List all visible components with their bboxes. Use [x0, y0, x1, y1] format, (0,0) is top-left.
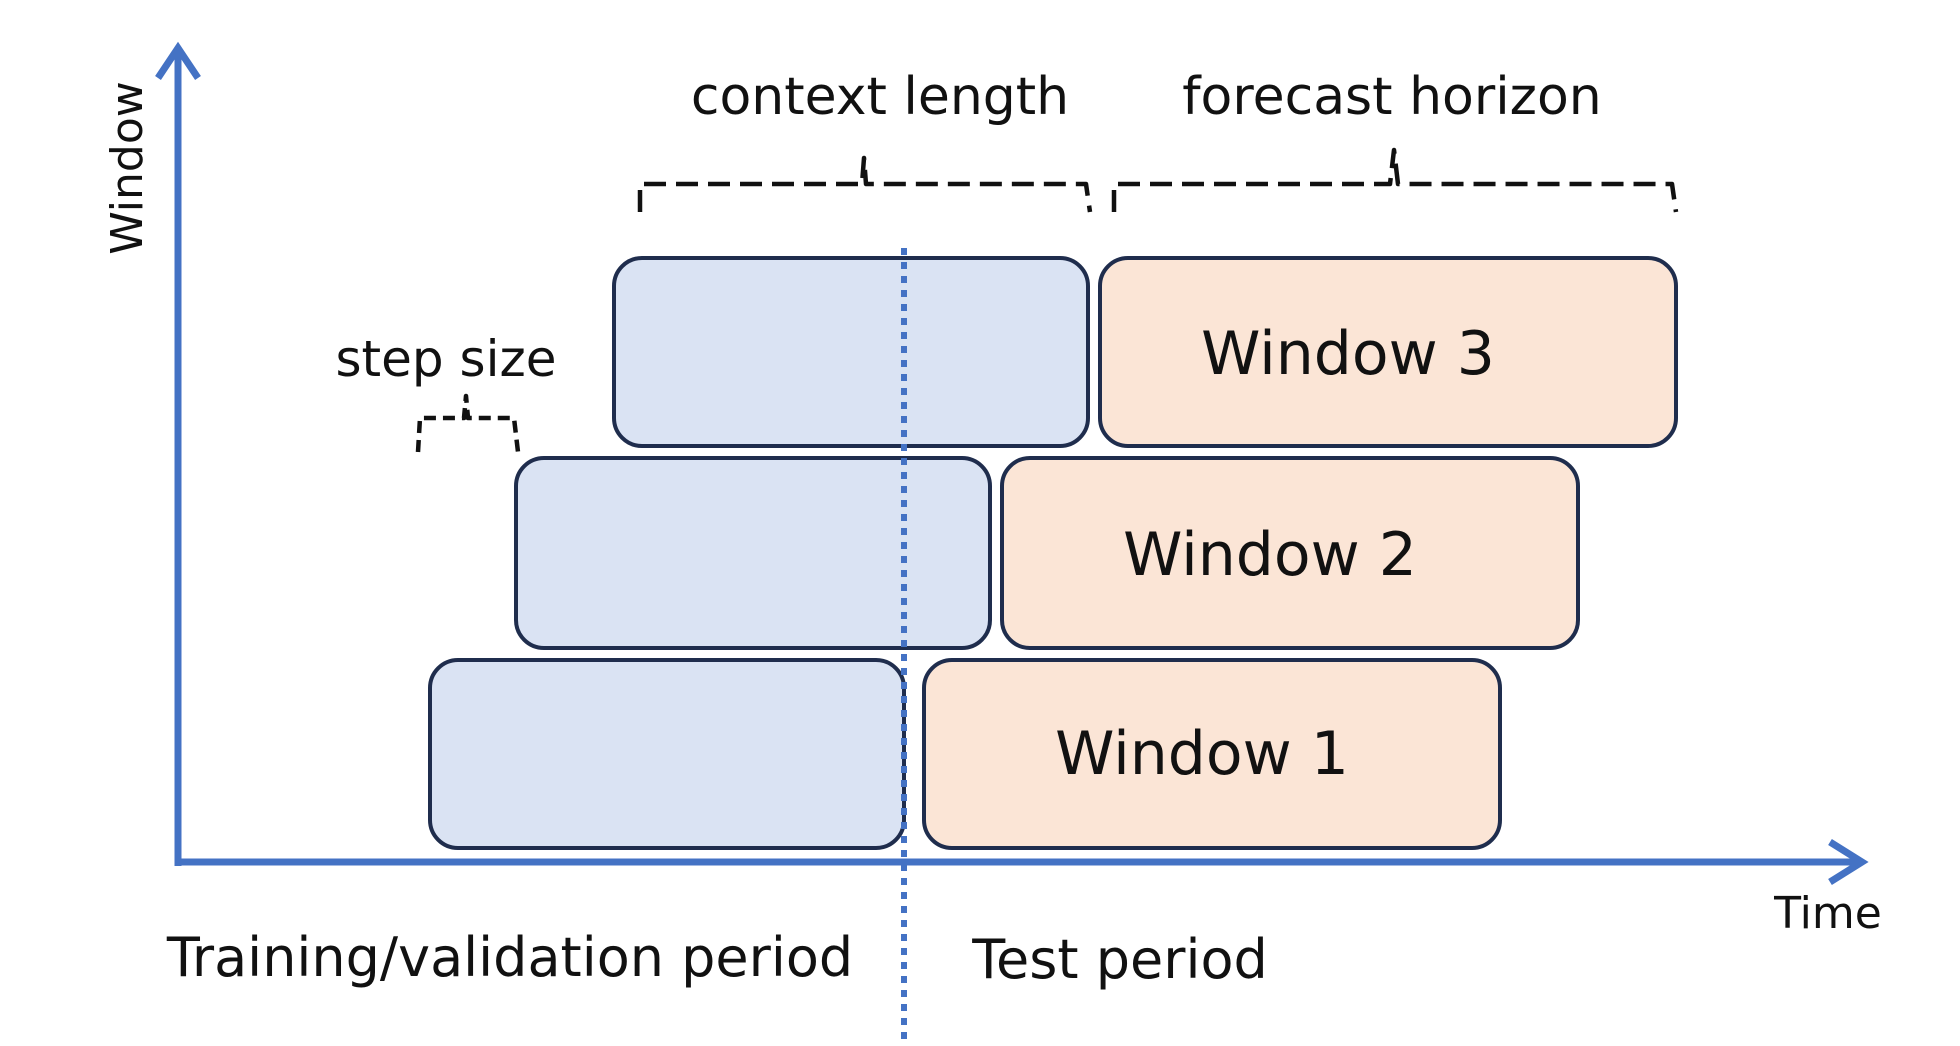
y-axis-label: Window [102, 81, 153, 255]
step-size-brace [415, 393, 521, 453]
y-axis-arrowhead [155, 41, 201, 80]
window-2-label: Window 2 [1123, 520, 1417, 590]
window-3-context-box [612, 256, 1090, 448]
window-3-forecast-box [1098, 256, 1678, 448]
test-period-label: Test period [971, 928, 1268, 991]
window-3-label: Window 3 [1201, 319, 1495, 389]
step-size-label: step size [336, 330, 557, 388]
x-axis-arrowhead [1828, 839, 1869, 885]
window-1-context-box [428, 658, 906, 850]
forecast-horizon-label: forecast horizon [1182, 67, 1601, 127]
window-2-context-box [514, 456, 992, 650]
context-length-brace [637, 155, 1093, 213]
context-length-label: context length [691, 67, 1069, 127]
x-axis-label: Time [1773, 888, 1882, 939]
window-2-forecast-box [1000, 456, 1580, 650]
training-period-label: Training/validation period [166, 926, 853, 989]
forecast-boxes [922, 256, 1678, 850]
axes [155, 41, 1869, 885]
window-1-label: Window 1 [1055, 719, 1349, 789]
forecast-horizon-brace [1111, 147, 1679, 213]
context-boxes [428, 256, 1090, 850]
window-1-forecast-box [922, 658, 1502, 850]
